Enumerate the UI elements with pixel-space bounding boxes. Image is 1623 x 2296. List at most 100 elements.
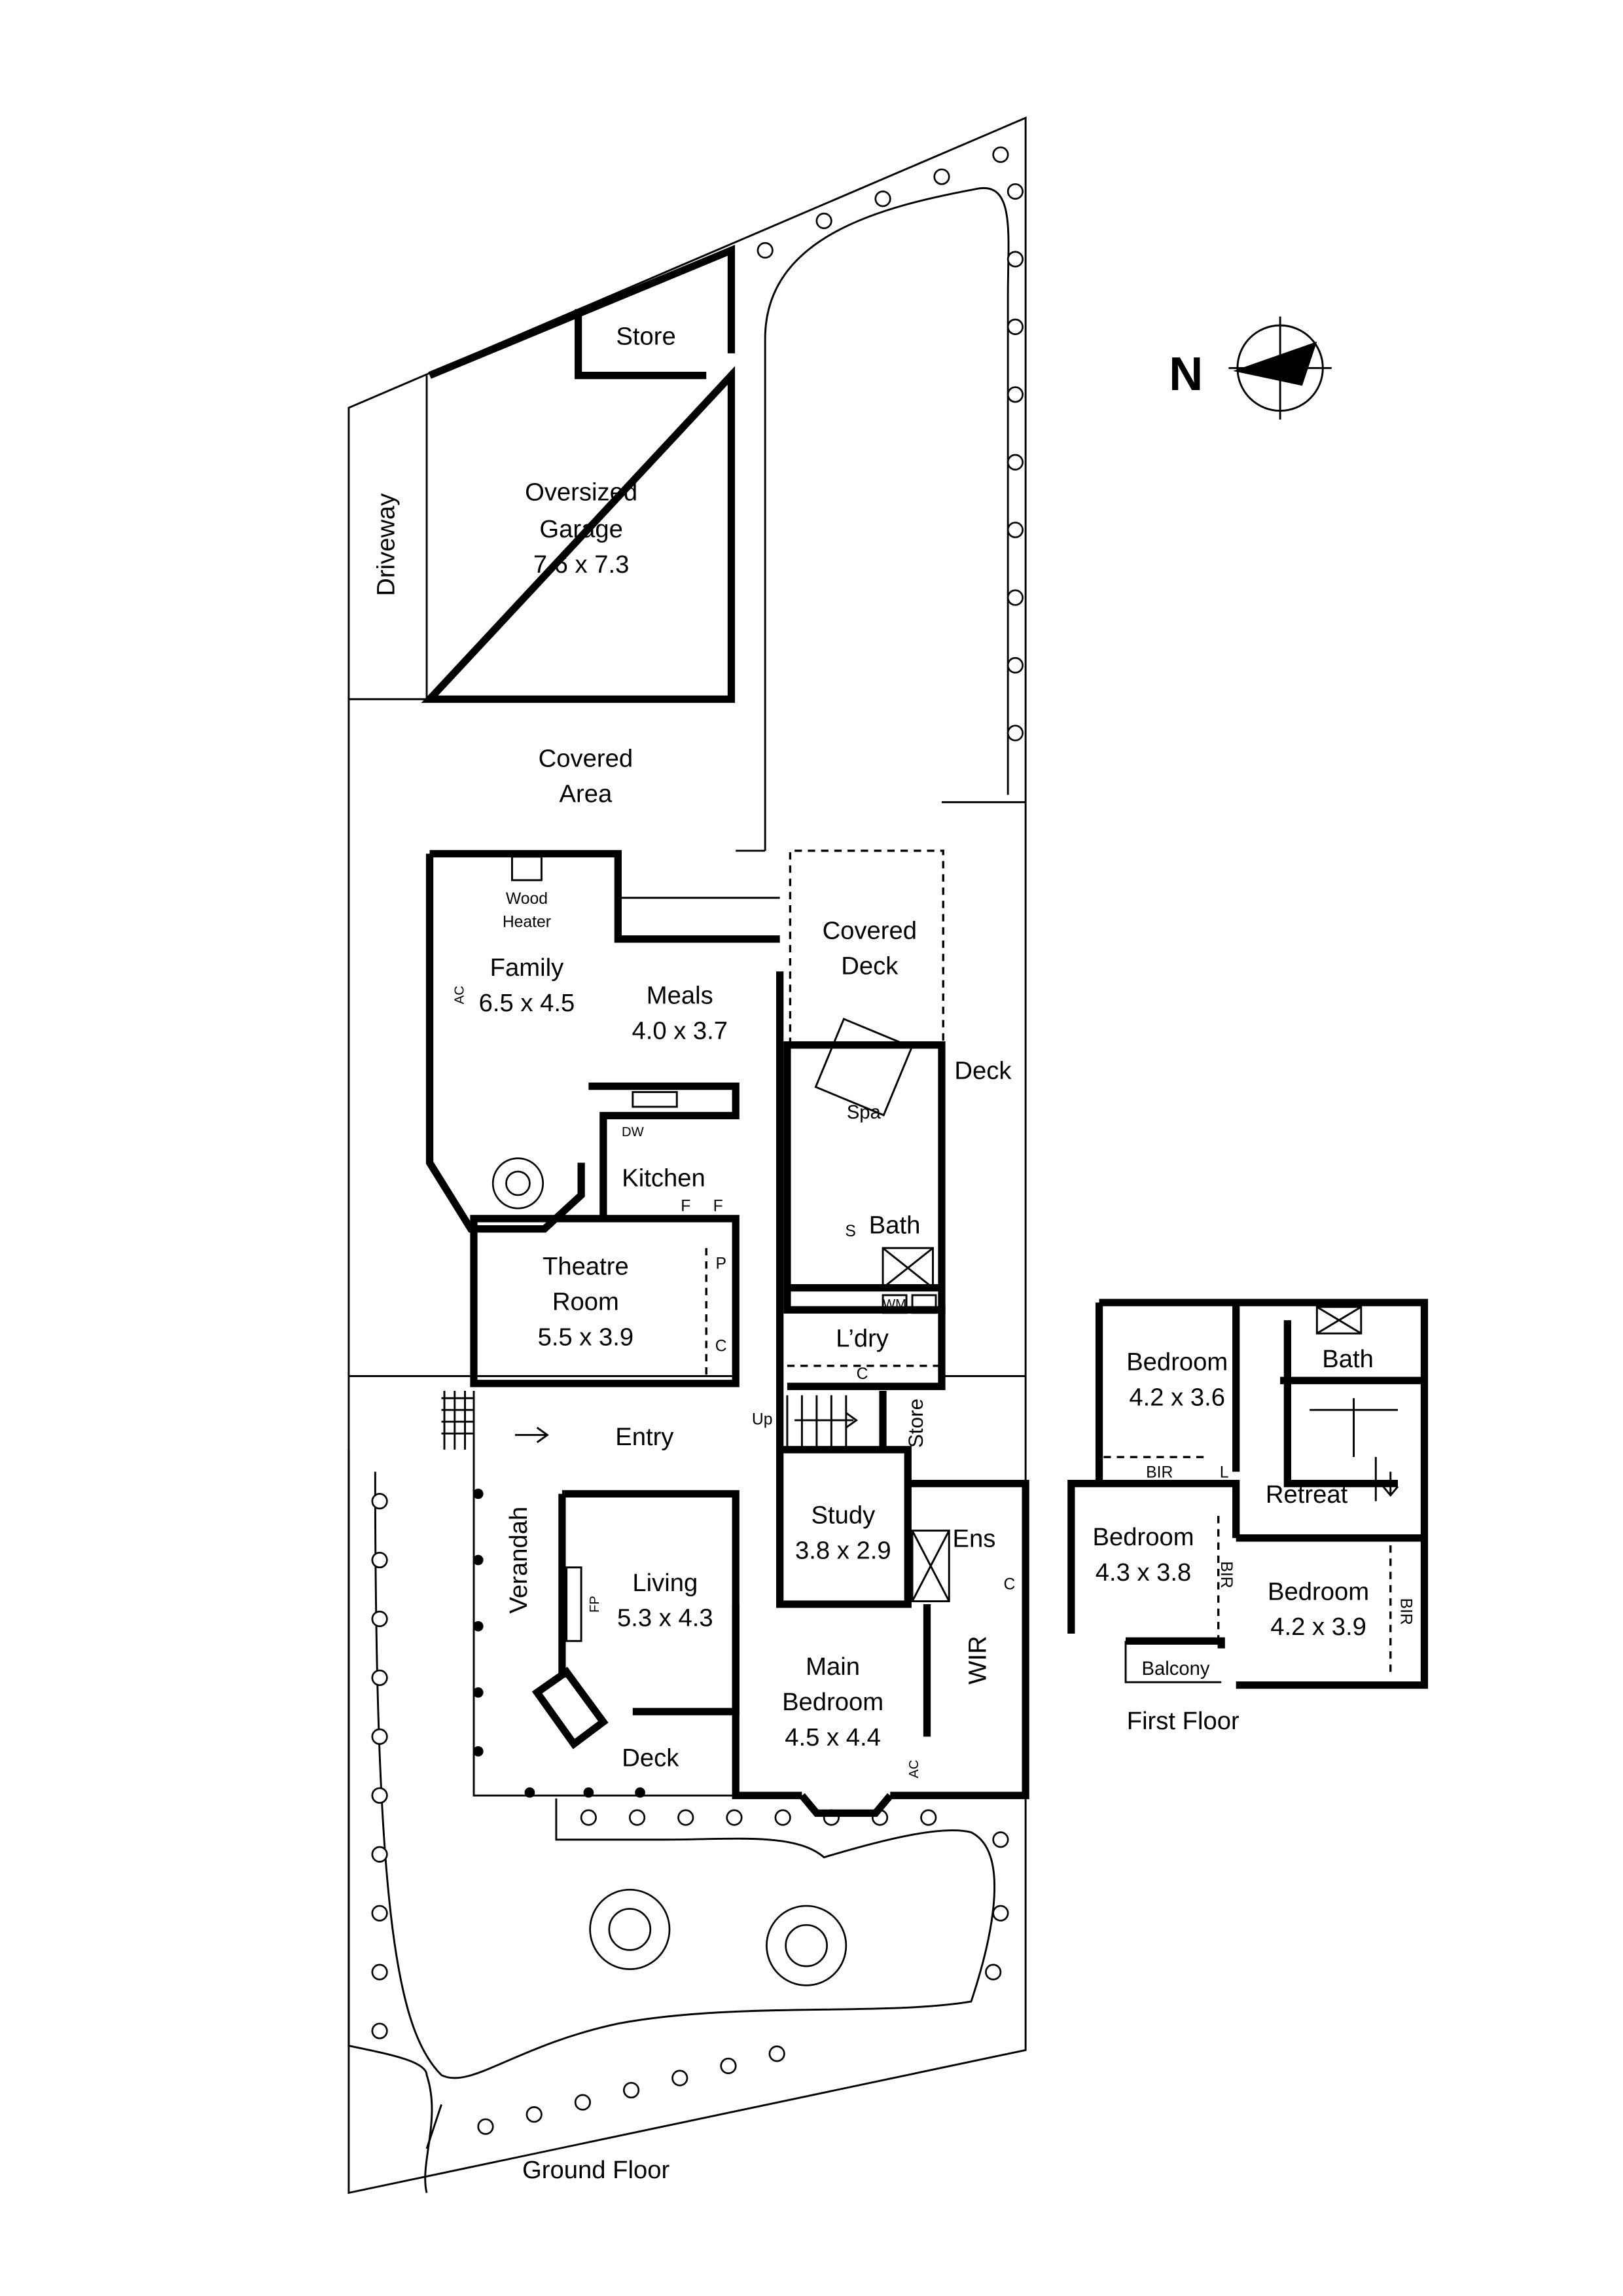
shrub-icon <box>628 1809 646 1826</box>
covered-area-label: Area <box>560 780 613 808</box>
ensuite-label: Ens <box>953 1524 996 1552</box>
shrub-icon <box>815 212 832 230</box>
shrub-icon <box>622 2081 640 2099</box>
verandah-label: Verandah <box>505 1507 533 1614</box>
shrub-icon <box>371 1787 388 1804</box>
garage-size: 7.6 x 7.3 <box>533 550 630 579</box>
garden-shrubs <box>371 146 1024 2135</box>
washing-machine-label: WM <box>883 1297 906 1312</box>
main-bedroom-ac-label: AC <box>907 1760 921 1778</box>
verandah-column <box>473 1621 484 1632</box>
shrub-icon <box>1007 454 1024 471</box>
north-label: N <box>1169 348 1203 401</box>
verandah-column <box>635 1787 645 1798</box>
shrub-icon <box>920 1809 937 1826</box>
shrub-icon <box>992 1831 1009 1848</box>
shrub-icon <box>371 1846 388 1863</box>
bedroom-label: Bedroom <box>1092 1523 1194 1551</box>
lot-boundary <box>348 116 1027 2195</box>
cupboard-label: C <box>715 1337 727 1355</box>
garage-label: Garage <box>539 515 622 543</box>
covered-deck-label: Deck <box>841 952 899 980</box>
store-label: Store <box>616 322 675 350</box>
tree-icon <box>491 1157 847 1986</box>
shrub-icon <box>757 242 774 259</box>
shrub-icon <box>874 190 891 207</box>
first-floor-walls <box>1067 1299 1429 1689</box>
shrub-icon <box>371 1493 388 1510</box>
bedroom-size: 4.2 x 3.6 <box>1129 1383 1225 1411</box>
verandah-column <box>473 1687 484 1698</box>
dishwasher-label: DW <box>622 1125 645 1139</box>
stairs-up-label: Up <box>752 1411 773 1429</box>
ensuite-cupboard-label: C <box>1003 1576 1015 1594</box>
shrub-icon <box>768 2045 785 2062</box>
main-bedroom-label: Main <box>806 1653 860 1681</box>
ground-floor-walls <box>421 245 1029 1817</box>
study-label: Study <box>811 1501 876 1529</box>
shrub-icon <box>1007 725 1024 742</box>
main-bedroom-label: Bedroom <box>782 1688 883 1716</box>
laundry-cupboard-label: C <box>857 1365 868 1383</box>
spa-label: Spa <box>847 1102 882 1123</box>
garage-label: Oversized <box>525 478 637 507</box>
shrub-icon <box>580 1809 597 1826</box>
shrub-icon <box>526 2106 543 2123</box>
shrub-icon <box>371 1610 388 1628</box>
living-size: 5.3 x 4.3 <box>617 1604 713 1632</box>
shrub-icon <box>1007 522 1024 539</box>
first-floor-labels: Bedroom 4.2 x 3.6 BIR L Bath Retreat Bed… <box>1092 1345 1414 1735</box>
ground-floor-thin-lines <box>441 850 950 1797</box>
shrub-icon <box>477 2118 494 2135</box>
kitchen-label: Kitchen <box>622 1164 705 1192</box>
bedroom-label: Bedroom <box>1268 1577 1369 1605</box>
balcony-label: Balcony <box>1142 1659 1210 1679</box>
laundry-label: L’dry <box>836 1325 889 1353</box>
meals-label: Meals <box>647 982 713 1010</box>
bir-label: BIR <box>1217 1561 1235 1588</box>
shrub-icon <box>933 168 950 185</box>
columns <box>473 1488 645 1798</box>
verandah-column <box>473 1488 484 1499</box>
shrub-icon <box>371 1905 388 1922</box>
theatre-size: 5.5 x 3.9 <box>538 1323 634 1351</box>
shrub-icon <box>371 1964 388 1981</box>
deck-label: Deck <box>954 1056 1012 1085</box>
linen-label: L <box>1220 1464 1229 1482</box>
shrub-icon <box>1007 251 1024 268</box>
shrub-icon <box>1007 589 1024 606</box>
main-bedroom-size: 4.5 x 4.4 <box>785 1723 881 1751</box>
living-label: Living <box>632 1569 698 1597</box>
bedroom-label: Bedroom <box>1126 1348 1228 1376</box>
north-compass-icon: N <box>1169 316 1332 420</box>
verandah-column <box>583 1787 594 1798</box>
wood-heater-label: Wood <box>506 890 548 908</box>
shower-label: S <box>845 1223 856 1240</box>
meals-size: 4.0 x 3.7 <box>632 1017 728 1045</box>
family-label: Family <box>490 954 564 982</box>
family-size: 6.5 x 4.5 <box>479 989 575 1017</box>
shrub-icon <box>992 1905 1009 1922</box>
study-size: 3.8 x 2.9 <box>795 1536 891 1564</box>
shrub-icon <box>726 1809 743 1826</box>
deck-label: Deck <box>622 1744 679 1772</box>
verandah-column <box>473 1746 484 1757</box>
shrub-icon <box>371 2022 388 2039</box>
pantry-label: P <box>715 1255 726 1272</box>
shrub-icon <box>1007 656 1024 674</box>
driveway-label: Driveway <box>372 493 401 596</box>
verandah-column <box>473 1554 484 1566</box>
shrub-icon <box>1007 183 1024 200</box>
shrub-icon <box>1007 386 1024 403</box>
fireplace-label: FP <box>588 1596 602 1613</box>
entry-label: Entry <box>615 1423 674 1451</box>
store-small-label: Store <box>904 1399 927 1448</box>
shrub-icon <box>371 1728 388 1745</box>
bir-label: BIR <box>1146 1464 1173 1482</box>
wood-heater-label: Heater <box>503 914 551 931</box>
bedroom-size: 4.3 x 3.8 <box>1096 1558 1192 1587</box>
theatre-label: Room <box>552 1287 619 1316</box>
shrub-icon <box>720 2057 737 2075</box>
shrub-icon <box>985 1964 1002 1981</box>
